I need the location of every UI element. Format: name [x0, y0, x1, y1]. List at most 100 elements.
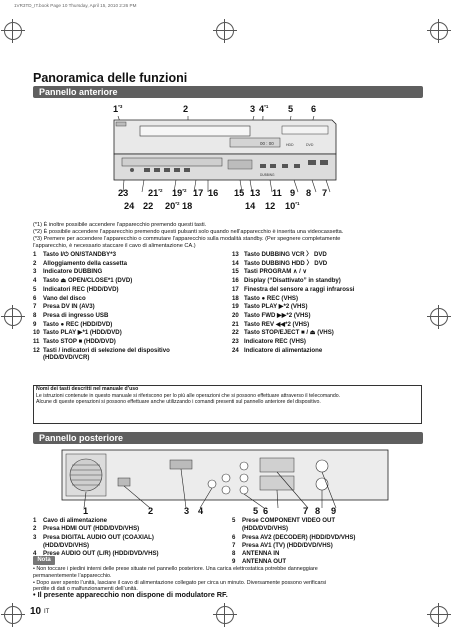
registration-mark-icon	[1, 305, 25, 329]
front-panel-illustration: 00 : 00 HDD DVD DUBBING	[113, 116, 337, 193]
callout-label: 4*1	[259, 104, 269, 115]
registration-mark-icon	[1, 19, 25, 43]
rear-panel-illustration	[61, 449, 389, 509]
callout-label: 20*2	[165, 201, 180, 212]
nota-line: permanentemente l’apparecchio.	[33, 572, 112, 579]
callout-label: 14	[245, 201, 256, 211]
info-box-line: Le istruzioni contenute in questo manual…	[36, 392, 341, 399]
footnote: (*3) Premere per accendere l’apparecchio…	[33, 236, 341, 242]
rf-modulator-note: • Il presente apparecchio non dispone di…	[33, 590, 228, 599]
section-bar-front: Pannello anteriore	[33, 86, 423, 98]
callout-label: 22	[143, 201, 154, 211]
section-title: Pannello posteriore	[39, 433, 124, 443]
footnote: (*1) È inoltre possibile accendere l’app…	[33, 222, 207, 228]
callout-label: 5	[288, 104, 294, 114]
nota-badge: Nota	[33, 556, 55, 565]
callout-label: 10*1	[285, 201, 300, 212]
list-item: (HDD/DVD/VHS)	[242, 525, 289, 533]
callout-label: 13	[250, 188, 261, 198]
info-box: Nomi dei tasti descritti nel manuale d’u…	[33, 385, 422, 424]
registration-mark-icon	[427, 603, 451, 627]
callout-label: 7	[303, 506, 309, 516]
section-title: Pannello anteriore	[39, 87, 118, 97]
callout-label: 11	[272, 188, 282, 198]
list-item: (HDD/DVD/VHS)	[43, 541, 90, 549]
callout-label: 21*2	[148, 188, 163, 199]
callout-label: 23	[118, 188, 129, 198]
registration-mark-icon	[1, 603, 25, 627]
nota-line: • Dopo aver spento l’unità, lasciare il …	[33, 579, 327, 586]
language-code: IT	[44, 609, 50, 615]
callout-label: 7	[322, 188, 328, 198]
callout-label: 17	[193, 188, 204, 198]
callout-label: 24	[124, 201, 135, 211]
callout-label: 9	[331, 506, 337, 516]
section-bar-rear: Pannello posteriore	[33, 432, 423, 444]
registration-mark-icon	[213, 603, 237, 627]
callout-label: 15	[234, 188, 245, 198]
info-box-line: Alcune di queste operazioni si possono e…	[36, 399, 321, 406]
callout-label: 4	[198, 506, 204, 516]
callout-label: 3	[250, 104, 256, 114]
callout-label: 18	[182, 201, 193, 211]
list-item: (HDD/DVD/VCR)	[43, 354, 90, 362]
callout-label: 2	[183, 104, 189, 114]
hdd-label: HDD	[286, 143, 294, 147]
callout-label: 1	[83, 506, 89, 516]
registration-mark-icon	[427, 305, 451, 329]
print-header-line: 1VR3TD_IT.book Page 10 Thursday, April 1…	[14, 3, 137, 8]
callout-label: 1*3	[113, 104, 123, 115]
dvd-label: DVD	[306, 143, 314, 147]
footnotes: (*1) È inoltre possibile accendere l’app…	[33, 222, 425, 250]
callout-label: 16	[208, 188, 219, 198]
registration-mark-icon	[213, 19, 237, 43]
callout-label: 6	[263, 506, 269, 516]
callout-label: 19*2	[172, 188, 187, 199]
page-number: 10	[30, 606, 42, 617]
callout-label: 6	[311, 104, 317, 114]
dubbing-label: DUBBING	[260, 173, 275, 177]
registration-mark-icon	[427, 19, 451, 43]
callout-label: 5	[253, 506, 259, 516]
callout-label: 3	[184, 506, 190, 516]
callout-label: 2	[148, 506, 154, 516]
page-title: Panoramica delle funzioni	[33, 71, 188, 85]
callout-label: 12	[265, 201, 276, 211]
nota-line: • Non toccare i piedini interni delle pr…	[33, 566, 318, 572]
footnote: (*2) È possibile accendere l’apparecchio…	[33, 229, 344, 235]
display-readout: 00 : 00	[260, 141, 274, 146]
